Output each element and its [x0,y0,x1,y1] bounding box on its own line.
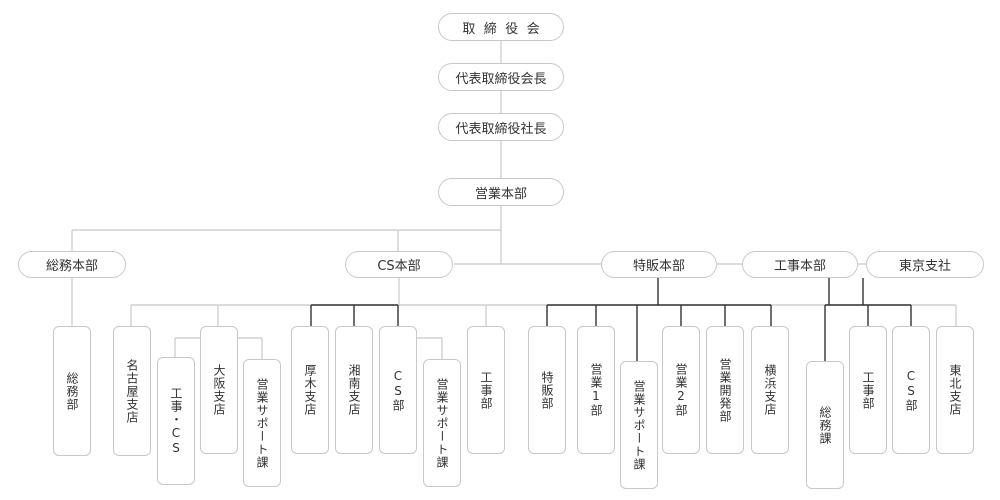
osaka-sales-support-card: 営業サポート課 [243,359,281,487]
nagoya-branch-label: 名古屋支店 [125,358,139,424]
chairman-node: 代表取締役会長 [438,63,564,91]
sales-2-dept-card: 営業2部 [662,326,700,454]
construction-cs-card: 工事・CS [157,357,195,485]
special-sales-division-node: 特販本部 [601,251,717,278]
cs-division-node: CS本部 [345,251,453,278]
cs-construction-dept-card: 工事部 [467,326,505,454]
construction-division-node: 工事本部 [742,251,858,278]
cs-dept-label: CS部 [391,368,405,412]
sales-development-dept-label: 営業開発部 [718,357,732,423]
general-affairs-dept-card: 総務部 [53,326,91,456]
cs-sales-support-label: 営業サポート課 [435,377,449,469]
board-of-directors-node: 取締役会 [438,13,564,41]
shonan-branch-label: 湘南支店 [347,364,361,416]
tohoku-branch-label: 東北支店 [948,364,962,416]
construction-hq-construction-dept-card: 工事部 [849,326,887,454]
osaka-sales-support-label: 営業サポート課 [255,377,269,469]
tokyo-branch-office-node: 東京支社 [866,251,984,278]
nagoya-branch-card: 名古屋支店 [113,326,151,456]
atsugi-branch-card: 厚木支店 [291,326,329,454]
general-affairs-section-label: 総務課 [818,405,832,445]
construction-cs-label: 工事・CS [169,386,183,456]
general-affairs-section-card: 総務課 [806,361,844,489]
osaka-branch-label: 大阪支店 [212,364,226,416]
special-sales-dept-label: 特販部 [540,370,554,410]
sales-headquarters-node: 営業本部 [438,178,564,206]
special-sales-support-label: 営業サポート課 [632,379,646,471]
cs-dept-card: CS部 [379,326,417,454]
yokohama-branch-card: 横浜支店 [751,326,789,454]
osaka-branch-card: 大阪支店 [200,326,238,454]
shonan-branch-card: 湘南支店 [335,326,373,454]
sales-1-dept-label: 営業1部 [589,363,603,417]
atsugi-branch-label: 厚木支店 [303,364,317,416]
cs-construction-dept-label: 工事部 [479,370,493,410]
general-affairs-division-node: 総務本部 [18,251,126,278]
construction-hq-cs-dept-card: CS部 [892,326,930,454]
tohoku-branch-card: 東北支店 [936,326,974,454]
yokohama-branch-label: 横浜支店 [763,364,777,416]
general-affairs-dept-label: 総務部 [65,371,79,411]
sales-1-dept-card: 営業1部 [577,326,615,454]
construction-hq-cs-dept-label: CS部 [904,368,918,412]
construction-hq-construction-dept-label: 工事部 [861,370,875,410]
special-sales-support-card: 営業サポート課 [620,361,658,489]
cs-sales-support-card: 営業サポート課 [423,359,461,487]
special-sales-dept-card: 特販部 [528,326,566,454]
sales-development-dept-card: 営業開発部 [706,326,744,454]
sales-2-dept-label: 営業2部 [674,363,688,417]
president-node: 代表取締役社長 [438,113,564,141]
